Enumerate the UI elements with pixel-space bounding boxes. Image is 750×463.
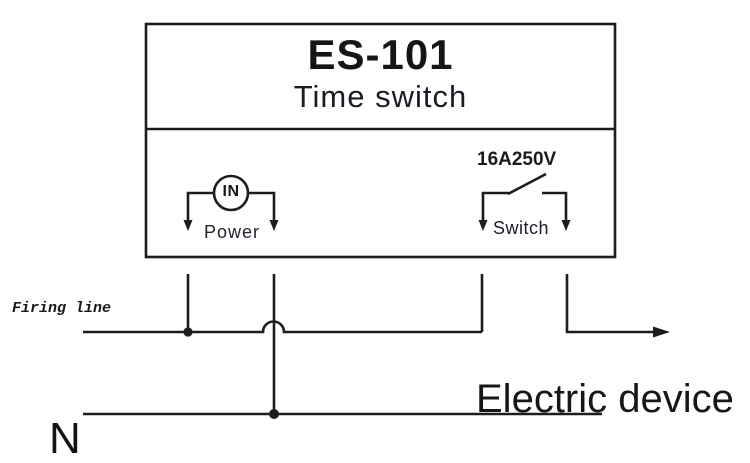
firing-line-label: Firing line xyxy=(12,300,112,317)
device-box-outline xyxy=(144,22,617,259)
device-type-subtitle: Time switch xyxy=(293,79,468,114)
switch-blade xyxy=(507,172,547,196)
down-arrow-icon-switch-left xyxy=(478,220,488,231)
electric-device-label: Electric device xyxy=(476,377,734,421)
wire-switch-out xyxy=(565,274,654,334)
power-in-symbol-label: IN xyxy=(222,183,240,200)
junction-dot-neutral xyxy=(269,409,279,419)
switch-rating-label: 16A250V xyxy=(477,149,557,170)
switch-lead-right xyxy=(542,191,568,220)
down-arrow-icon-power-left xyxy=(183,220,193,231)
right-arrow-icon-electric-device xyxy=(653,326,670,338)
power-lead-right xyxy=(248,191,276,220)
firing-line-wire xyxy=(83,320,482,334)
down-arrow-icon-switch-right xyxy=(561,220,571,231)
down-arrow-icon-power-right xyxy=(269,220,279,231)
power-lead-left xyxy=(186,191,214,220)
power-terminal-label: Power xyxy=(204,222,261,242)
switch-terminal-label: Switch xyxy=(493,218,550,238)
switch-lead-left xyxy=(481,191,509,220)
junction-dot-firing-line xyxy=(183,327,193,337)
device-model-title: ES-101 xyxy=(307,31,454,78)
neutral-label: N xyxy=(49,414,81,463)
